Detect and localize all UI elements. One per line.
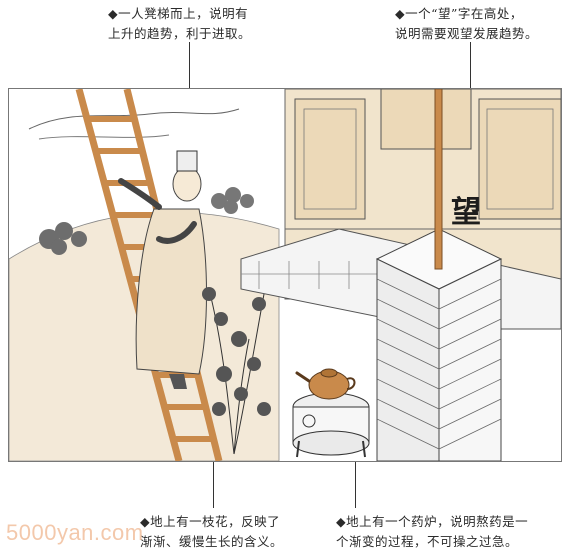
- annotation-sign: ◆一个“望”字在高处， 说明需要观望发展趋势。: [395, 4, 565, 44]
- pillar-brick-lines: [376, 278, 502, 450]
- cloud-line-2: [38, 134, 170, 140]
- medicine-pot: [295, 368, 356, 400]
- annotation-ladder-line2: 上升的趋势，利于进取。: [108, 26, 252, 41]
- bush-right: [211, 187, 254, 214]
- annotation-flower-line2: 渐渐、缓慢生长的含义。: [140, 534, 284, 549]
- climbing-man: [118, 150, 207, 389]
- door-panel-right: [478, 98, 561, 220]
- annotation-flower: ◆地上有一枝花，反映了 渐渐、缓慢生长的含义。: [140, 512, 320, 552]
- pillar-right-face: [438, 258, 502, 461]
- annotation-stove-line2: 个渐变的过程，不可操之过急。: [336, 534, 519, 549]
- leader-line-sign: [470, 42, 471, 98]
- annotation-stove: ◆地上有一个药炉，说明熬药是一 个渐变的过程，不可操之过急。: [336, 512, 561, 552]
- leader-line-flower: [213, 440, 214, 508]
- annotation-flower-line1: ◆地上有一枝花，反映了: [140, 514, 281, 529]
- annotation-sign-line2: 说明需要观望发展趋势。: [395, 26, 539, 41]
- scene-drawing: [9, 89, 561, 461]
- platform-bricks: [241, 261, 379, 289]
- flag-pole: [434, 89, 443, 270]
- annotation-ladder: ◆一人凳梯而上，说明有 上升的趋势，利于进取。: [108, 4, 303, 44]
- leader-line-stove: [355, 445, 356, 508]
- watermark-text: 5000yan.com: [6, 520, 144, 545]
- bush-left: [39, 222, 87, 255]
- annotation-ladder-line1: ◆一人凳梯而上，说明有: [108, 6, 249, 21]
- sign-character-wang: 望: [451, 195, 481, 230]
- annotation-sign-line1: ◆一个“望”字在高处，: [395, 6, 523, 21]
- door-panel-left: [294, 98, 366, 220]
- pillar-left-face: [376, 258, 440, 461]
- flower-blossoms: [202, 287, 271, 416]
- cloud-line: [28, 108, 240, 130]
- annotation-stove-line1: ◆地上有一个药炉，说明熬药是一: [336, 514, 529, 529]
- upper-panel: [380, 89, 472, 150]
- medicine-stove: [292, 392, 370, 458]
- illustration-scene: 望: [8, 88, 562, 462]
